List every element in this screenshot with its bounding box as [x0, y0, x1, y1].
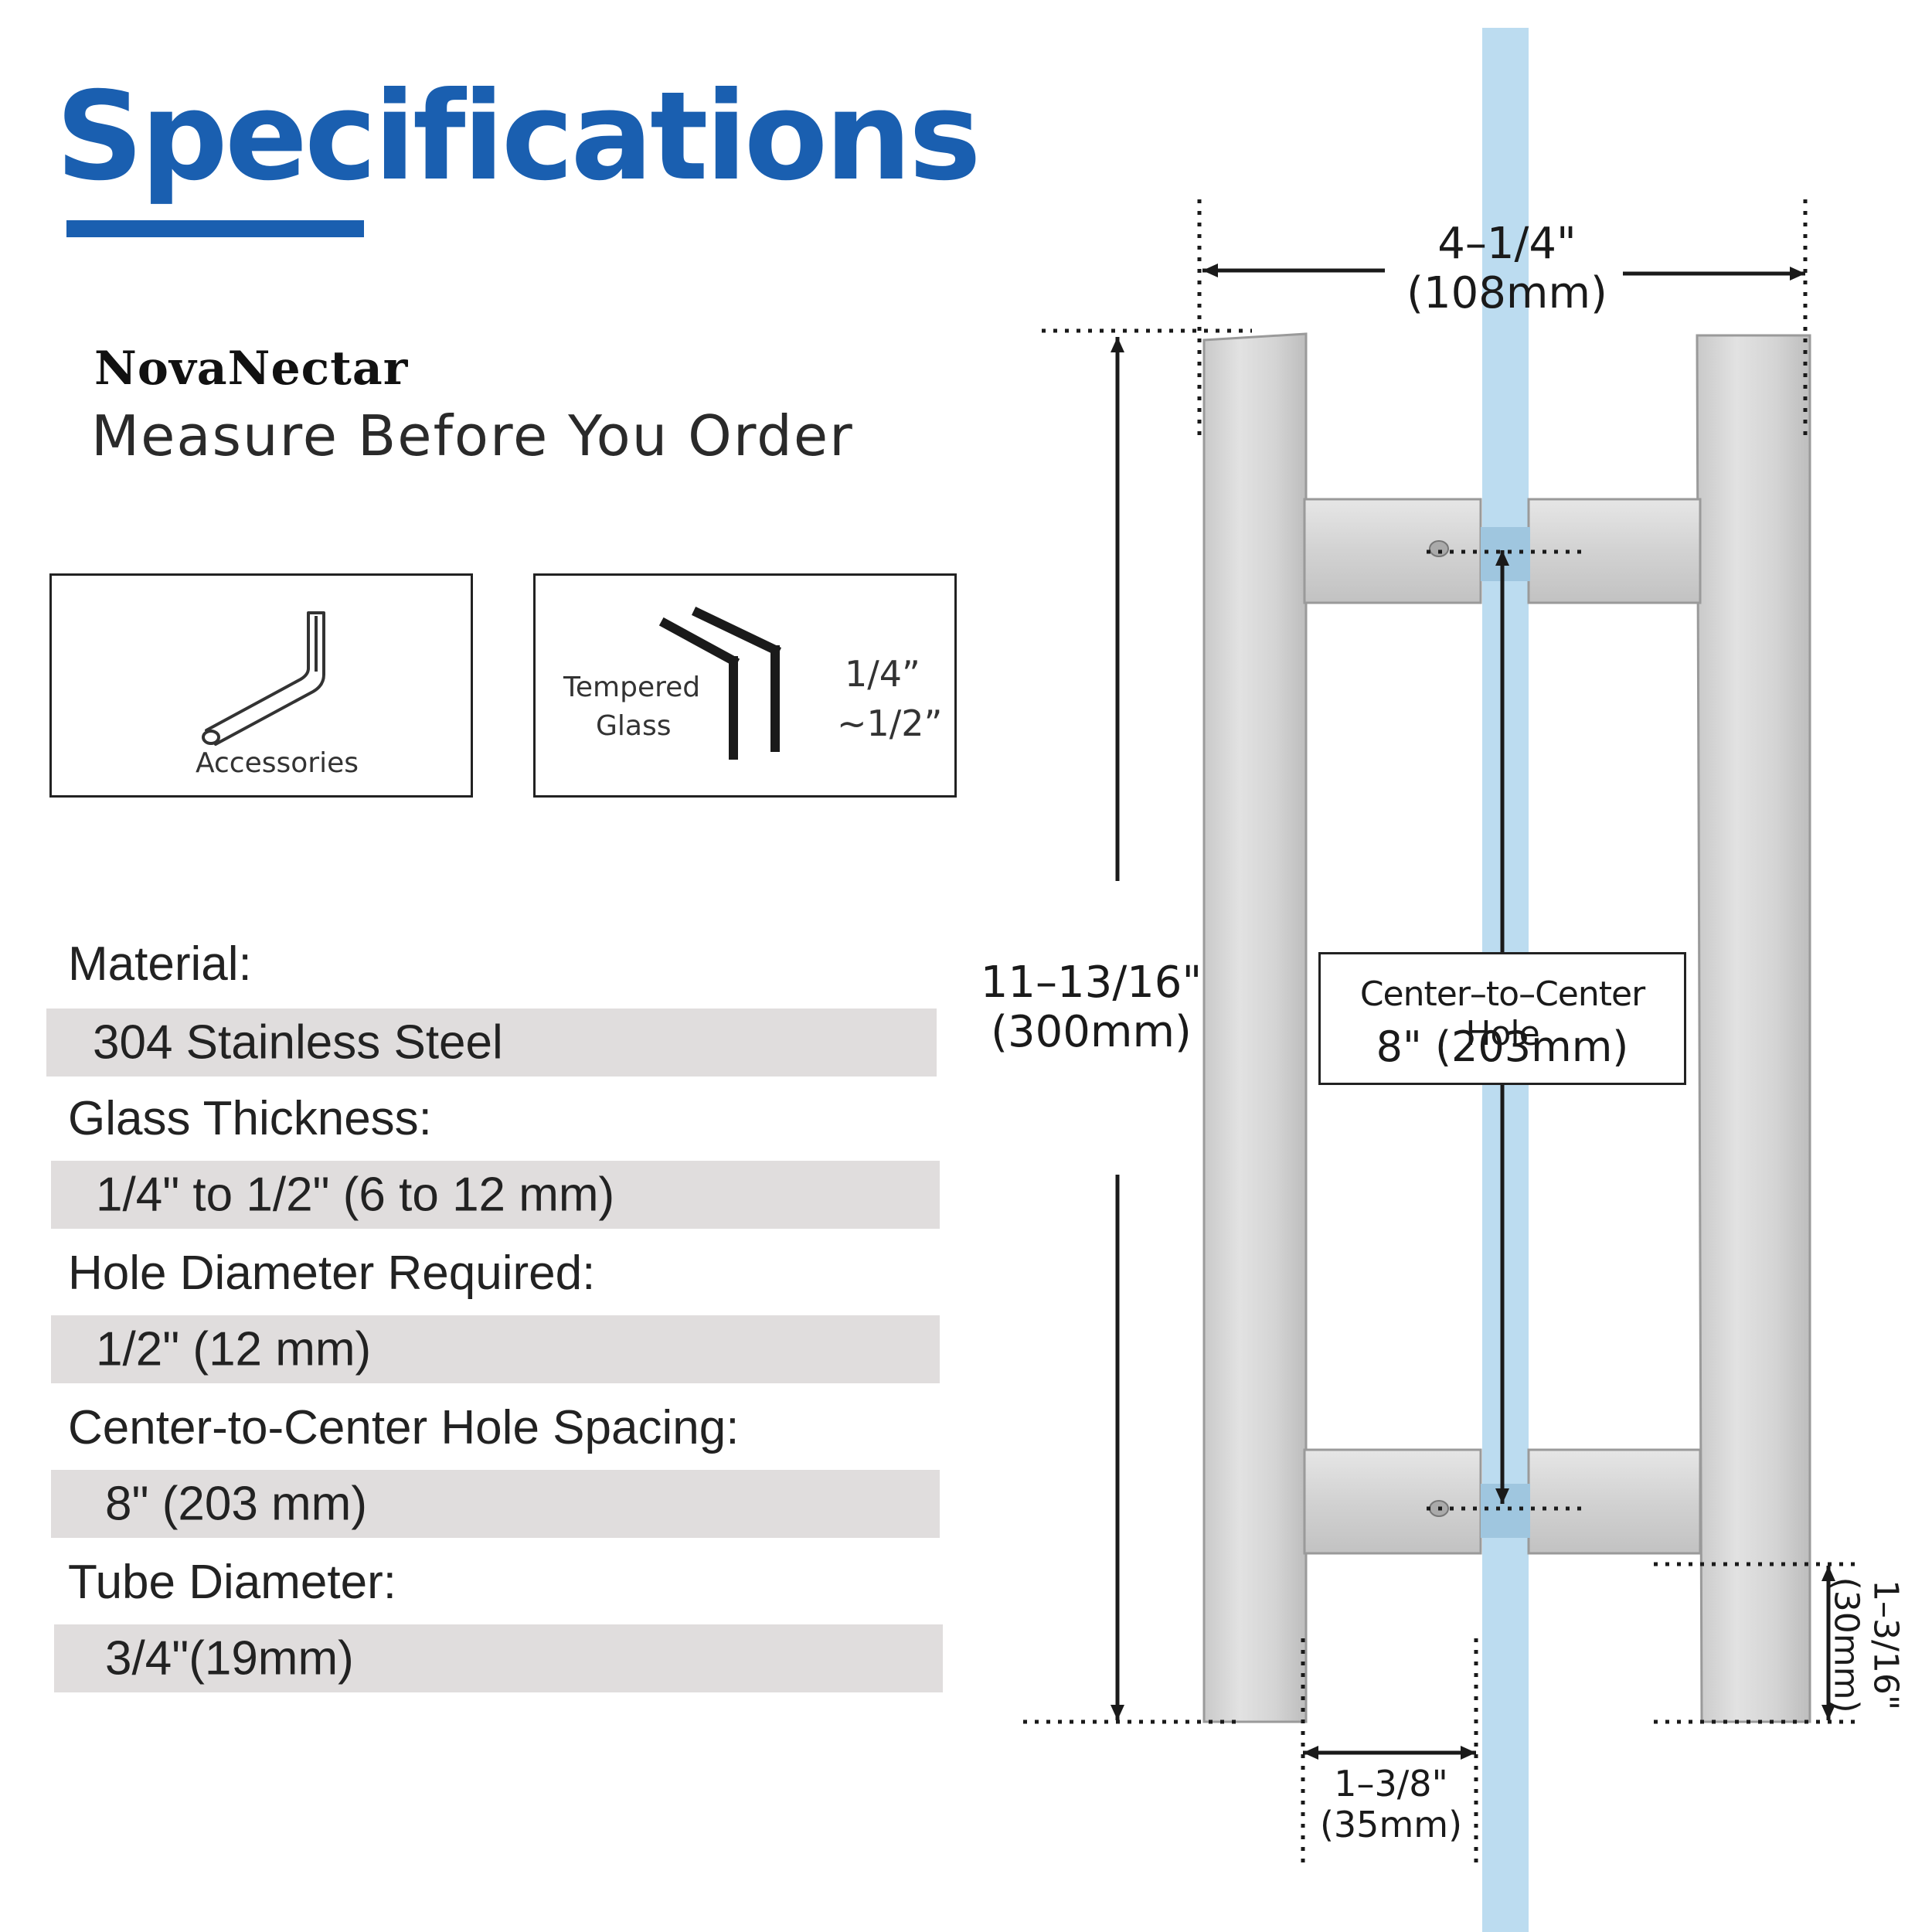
spec-band-glass-thickness: 1/4" to 1/2" (6 to 12 mm) — [51, 1161, 940, 1229]
accessories-box: Accessories — [49, 573, 473, 798]
depth-mm: (30mm) — [1827, 1577, 1866, 1713]
thickness-min: 1/4” — [845, 653, 920, 695]
left-top-screw — [1429, 540, 1449, 557]
spec-band-hole-spacing: 8" (203 mm) — [51, 1470, 940, 1538]
title-underline — [66, 220, 364, 237]
spec-value-hole-diameter: 1/2" (12 mm) — [96, 1322, 372, 1376]
spec-value-material: 304 Stainless Steel — [93, 1015, 503, 1070]
spec-label-hole-spacing: Center-to-Center Hole Spacing: — [68, 1401, 740, 1454]
left-bottom-standoff — [1303, 1448, 1482, 1555]
glass-thickness-icon — [658, 606, 782, 760]
accessories-label: Accessories — [196, 747, 359, 779]
spec-value-glass-thickness: 1/4" to 1/2" (6 to 12 mm) — [96, 1168, 615, 1222]
spec-band-tube-diameter: 3/4"(19mm) — [54, 1624, 943, 1692]
center-to-center-box: Center–to–Center Hole 8" (203mm) — [1318, 952, 1686, 1085]
depth-dim-label: 1–3/16" (30mm) — [1826, 1553, 1906, 1738]
spec-value-tube-diameter: 3/4"(19mm) — [105, 1631, 354, 1685]
offset-inches: 1–3/8" — [1334, 1763, 1448, 1804]
tempered-label: Tempered — [563, 672, 701, 703]
right-bottom-standoff — [1527, 1448, 1702, 1555]
offset-mm: (35mm) — [1319, 1803, 1463, 1845]
width-inches: 4–1/4" — [1437, 219, 1577, 269]
offset-dim-label: 1–3/8" (35mm) — [1298, 1764, 1484, 1845]
height-mm: (300mm) — [991, 1007, 1192, 1058]
spec-band-hole-diameter: 1/2" (12 mm) — [51, 1315, 940, 1383]
width-dim-label: 4–1/4" (108mm) — [1391, 219, 1623, 319]
brand-name: NovaNectar — [94, 342, 409, 396]
spec-band-material: 304 Stainless Steel — [46, 1009, 937, 1077]
spec-value-hole-spacing: 8" (203 mm) — [105, 1477, 367, 1531]
left-top-standoff — [1303, 498, 1482, 604]
height-inches: 11–13/16" — [980, 957, 1202, 1008]
thickness-max: ~1/2” — [837, 702, 943, 744]
spec-label-material: Material: — [68, 937, 252, 991]
glass-label: Glass — [596, 710, 672, 742]
page-title: Specifications — [56, 66, 981, 208]
allen-key-icon — [202, 611, 325, 746]
cc-title: Center–to–Center Hole — [1359, 975, 1645, 1053]
right-handle-bar — [1696, 334, 1811, 1723]
spec-label-tube-diameter: Tube Diameter: — [68, 1556, 396, 1609]
tempered-glass-box: Tempered Glass 1/4” ~1/2” — [533, 573, 957, 798]
cc-value: 8" (203mm) — [1376, 1022, 1629, 1071]
width-mm: (108mm) — [1406, 268, 1607, 319]
top-washer — [1481, 527, 1530, 581]
left-handle-bar — [1202, 332, 1308, 1723]
page-subtitle: Measure Before You Order — [91, 403, 854, 468]
height-dim-label: 11–13/16" (300mm) — [975, 957, 1207, 1058]
spec-label-glass-thickness: Glass Thickness: — [68, 1092, 432, 1145]
spec-label-hole-diameter: Hole Diameter Required: — [68, 1247, 596, 1300]
depth-inches: 1–3/16" — [1866, 1580, 1906, 1711]
